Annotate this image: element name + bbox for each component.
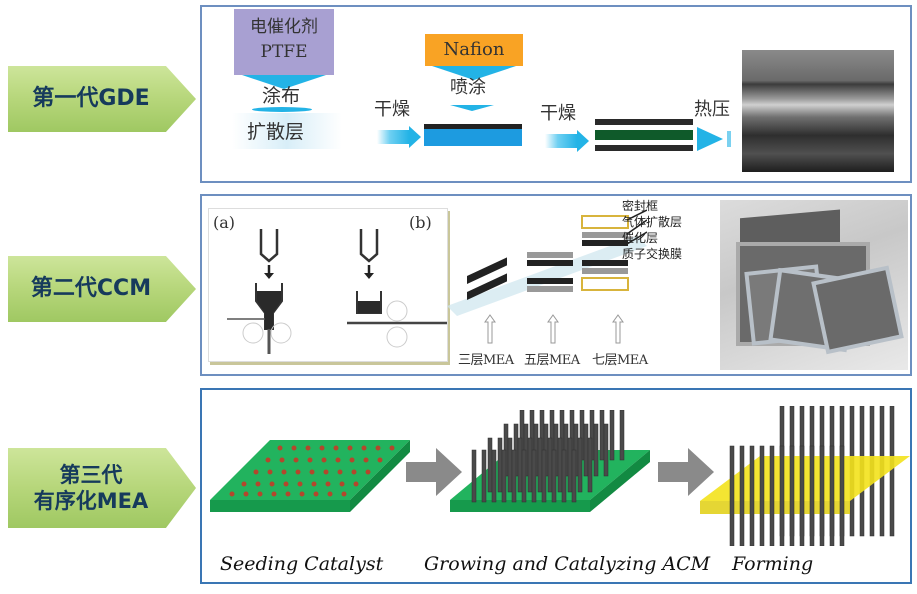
- up-arrow-icon: [547, 314, 559, 344]
- caption-forming: Forming: [732, 553, 814, 575]
- coating-drop-icon: [252, 107, 312, 112]
- gen2-panel: (a) (b): [200, 194, 912, 376]
- three-layer-mea-label: 三层MEA: [458, 353, 514, 368]
- catalyst-text: 电催化剂: [250, 17, 318, 37]
- spray-drop-icon: [450, 105, 494, 111]
- process-arrow-icon: [658, 448, 714, 496]
- dry-label-1: 干燥: [374, 99, 410, 120]
- subfigure-b-label: (b): [409, 213, 432, 232]
- slot-die-coating-icon: [227, 229, 447, 354]
- seven-layer-mea-label: 七层MEA: [592, 353, 648, 368]
- spray-label: 喷涂: [450, 77, 486, 98]
- process-arrow-icon: [406, 448, 462, 496]
- subfigure-a-label: (a): [213, 213, 236, 232]
- mea-layer-stacks-icon: [447, 209, 647, 316]
- legend-catalyst-layer: 催化层: [622, 231, 659, 245]
- spray-funnel-icon: [432, 66, 516, 80]
- diffusion-layer-glow: [232, 113, 342, 149]
- flow-arrow-icon: [377, 126, 421, 148]
- layer-legend: 密封框 气体扩散层 催化层 质子交换膜: [622, 198, 682, 262]
- gen3-panel: Seeding Catalyst Growing and Catalyzing …: [200, 388, 912, 584]
- coating-funnel-icon: [242, 75, 326, 89]
- gen3-label-line1: 第三代: [59, 463, 123, 487]
- nafion-box: Nafion: [425, 34, 523, 66]
- flow-arrow-icon: [545, 130, 589, 152]
- gen2-label-text: 第二代CCM: [30, 276, 152, 301]
- ptfe-text: PTFE: [260, 42, 308, 62]
- play-arrow-icon: [697, 127, 731, 151]
- legend-gas-diffusion-layer: 气体扩散层: [622, 215, 683, 229]
- caption-growing-catalyzing-acm: Growing and Catalyzing ACM: [424, 553, 711, 575]
- dry-label-2: 干燥: [540, 103, 576, 124]
- mea-components-photo: [720, 200, 908, 370]
- coating-process-subfigure: (a) (b): [208, 208, 448, 362]
- membrane-electrode-assembly-icon: [700, 406, 910, 546]
- hot-press-label: 热压: [694, 99, 730, 120]
- coating-label: 涂布: [262, 85, 301, 107]
- gen1-label-text: 第一代GDE: [32, 86, 150, 111]
- legend-proton-exchange-membrane: 质子交换膜: [622, 247, 683, 261]
- up-arrow-icon: [484, 314, 496, 344]
- gen3-label-line2: 有序化MEA: [33, 489, 149, 513]
- up-arrow-icon: [612, 314, 624, 344]
- diffusion-layer-label: 扩散层: [247, 121, 305, 143]
- gen3-label: 第三代 有序化MEA: [8, 448, 196, 528]
- five-layer-mea-label: 五层MEA: [524, 353, 580, 368]
- gen2-label: 第二代CCM: [8, 256, 196, 322]
- membrane-layer-icon: [424, 124, 522, 146]
- caption-seeding-catalyst: Seeding Catalyst: [220, 553, 384, 575]
- catalyst-ptfe-box: 电催化剂 PTFE: [234, 9, 334, 75]
- gen1-panel: 电催化剂 PTFE 涂布 扩散层 干燥 Nafion 喷涂 干燥 热压: [200, 5, 912, 183]
- gen1-label: 第一代GDE: [8, 66, 196, 132]
- seeded-substrate-icon: [210, 440, 410, 512]
- three-layer-stack-icon: [595, 119, 693, 151]
- legend-seal-frame: 密封框: [622, 199, 659, 213]
- sem-micrograph-image: [742, 50, 894, 172]
- nanorod-array-on-substrate-icon: [450, 410, 650, 512]
